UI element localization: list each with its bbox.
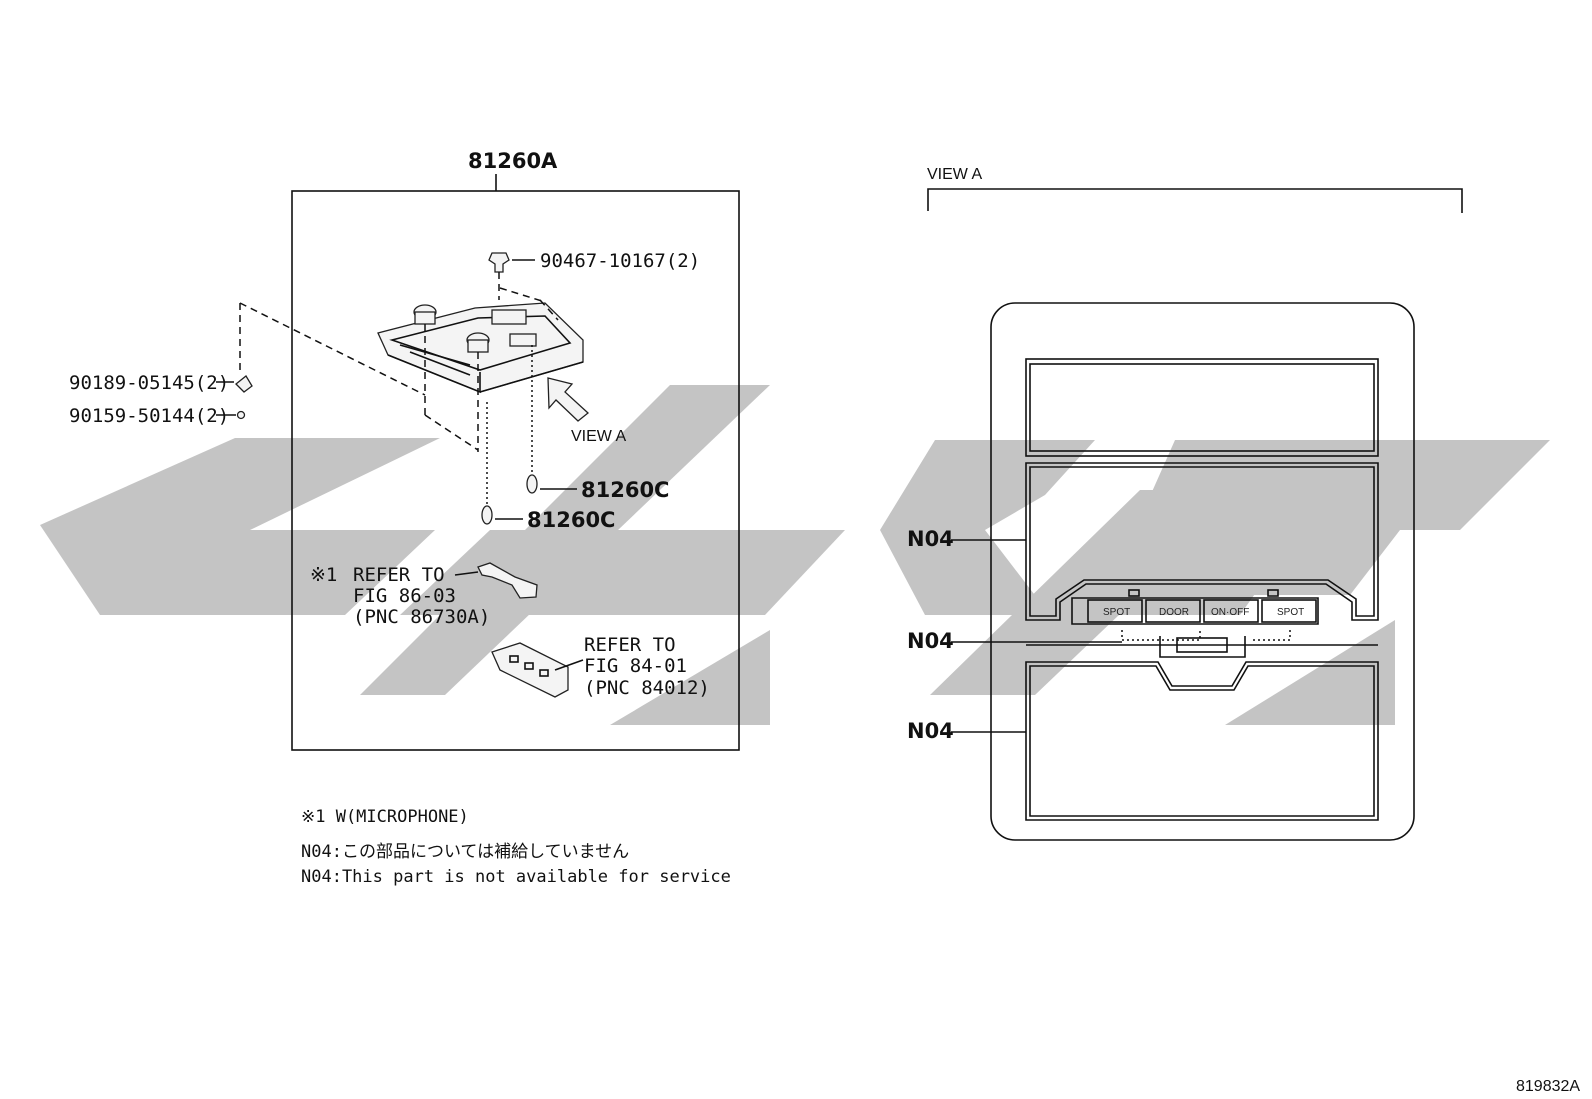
watermark-logo <box>40 385 1550 725</box>
switch-module-part <box>491 642 584 698</box>
button-spot-right-label: SPOT <box>1277 607 1304 618</box>
button-door[interactable] <box>1145 599 1201 623</box>
console-lens-lower-inner <box>1029 665 1375 817</box>
refer-86-line2: FIG 86-03 <box>353 585 456 607</box>
view-a-bracket <box>927 188 1463 213</box>
leader-dash-6 <box>239 302 426 396</box>
button-on-off-label: ON·OFF <box>1211 607 1249 618</box>
console-top-window <box>1025 358 1379 457</box>
nut-part-label: 90189-05145(2) <box>69 372 229 394</box>
watermark-shape-7 <box>1070 440 1550 615</box>
note-n04-en: N04:This part is not available for servi… <box>301 867 731 887</box>
button-door-label: DOOR <box>1159 607 1189 618</box>
clip-part <box>488 252 535 300</box>
refer-84-line2: FIG 84-01 <box>584 655 687 677</box>
screw-part <box>216 410 246 420</box>
note-n04-jp: N04:この部品については補給していません <box>301 842 629 862</box>
button-spot-left-label: SPOT <box>1103 607 1130 618</box>
view-a-right-label: VIEW A <box>927 166 982 183</box>
map-lamp-housing <box>377 302 584 394</box>
console-lens-upper <box>1025 462 1379 621</box>
microphone-grille-inner <box>1176 637 1228 653</box>
view-a-panel: VIEW A SPOT DOOR ON·OFF SPOT N04 N04 N04 <box>907 166 1463 841</box>
refer-86-line3: (PNC 86730A) <box>353 606 490 628</box>
watermark-shape-8 <box>930 490 1250 695</box>
clip-part-label: 90467-10167(2) <box>540 250 700 272</box>
spot-left-lamp-icon <box>1128 589 1140 597</box>
bulb-upper-label: 81260C <box>581 478 669 502</box>
assembly-frame <box>291 190 740 751</box>
console-lens-lower <box>1025 661 1379 821</box>
console-outer-frame <box>990 302 1415 841</box>
button-strip <box>1071 597 1319 625</box>
button-on-off[interactable] <box>1203 599 1259 623</box>
main-callout-label: 81260A <box>468 149 558 173</box>
microphone-grille <box>1159 636 1246 658</box>
leader-dash-5 <box>424 414 479 451</box>
watermark-shape-4 <box>610 630 770 725</box>
watermark-shape-1 <box>40 438 440 615</box>
n04-callout-1: N04 <box>907 527 954 551</box>
watermark-shape-5 <box>880 440 1095 615</box>
refer-86-line1: REFER TO <box>353 564 445 586</box>
bulb-lower-label: 81260C <box>527 508 615 532</box>
bulb-lower <box>481 402 523 525</box>
view-a-left-label: VIEW A <box>571 428 626 445</box>
leader-dash-4 <box>499 287 546 303</box>
console-lens-upper-inner <box>1029 466 1375 617</box>
assembly-left: 81260A 90467-10167(2) <box>69 149 740 751</box>
watermark-shape-3 <box>400 530 845 615</box>
button-spot-left[interactable] <box>1087 599 1143 623</box>
refer-84-line1: REFER TO <box>584 634 676 656</box>
refer-84-line3: (PNC 84012) <box>584 677 710 699</box>
note-microphone: ※1 W(MICROPHONE) <box>301 807 469 827</box>
figure-id: 819832A <box>1516 1078 1580 1095</box>
bulb-upper <box>526 345 577 494</box>
screw-part-label: 90159-50144(2) <box>69 405 229 427</box>
button-strip-callout <box>1121 630 1291 641</box>
n04-callout-3: N04 <box>907 719 954 743</box>
n04-callout-2: N04 <box>907 629 954 653</box>
microphone-part <box>454 562 538 599</box>
leader-dash-3 <box>539 299 559 321</box>
watermark-shape-9 <box>1225 620 1395 725</box>
spot-right-lamp-icon <box>1267 589 1279 597</box>
console-top-window-inner <box>1029 363 1375 452</box>
button-spot-right[interactable] <box>1261 599 1317 623</box>
view-a-arrow-icon <box>547 377 589 422</box>
refer-86-mark: ※1 <box>310 564 337 586</box>
notes-block: ※1 W(MICROPHONE) N04:この部品については補給していません N… <box>301 807 731 887</box>
nut-part <box>216 375 253 393</box>
